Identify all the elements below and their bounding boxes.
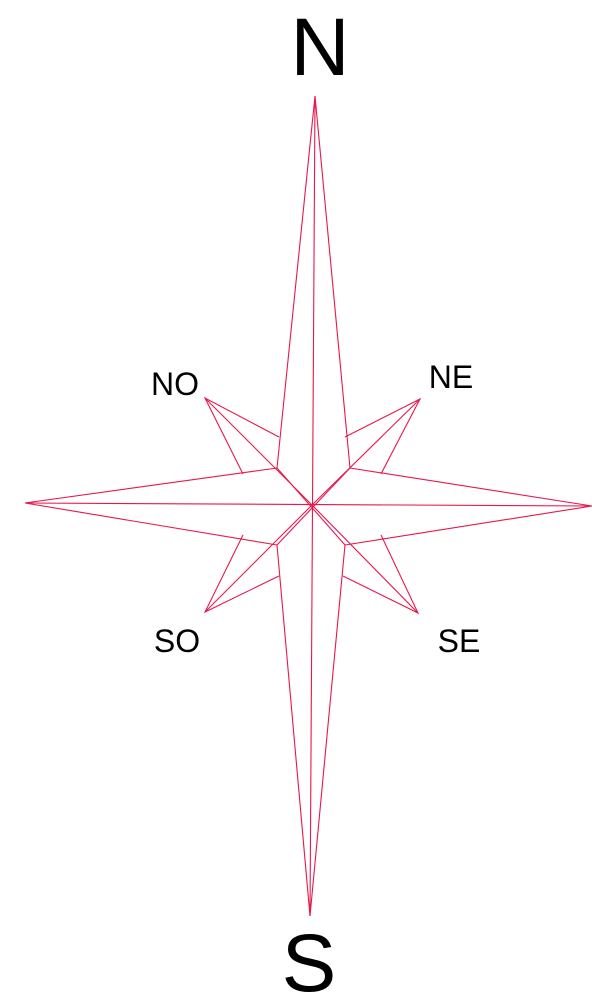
east-point [345, 468, 592, 545]
compass-rose-star [25, 96, 592, 916]
label-northwest: NO [151, 366, 199, 402]
northeast-ridge [312, 399, 420, 505]
label-southeast: SE [438, 623, 481, 659]
label-south: S [282, 918, 337, 1006]
southwest-ridge [205, 505, 312, 612]
label-southwest: SO [154, 623, 200, 659]
southeast-ridge [312, 505, 418, 613]
label-north: N [290, 2, 349, 93]
northwest-ridge [205, 398, 312, 505]
label-northeast: NE [429, 359, 473, 395]
west-point [25, 468, 277, 545]
